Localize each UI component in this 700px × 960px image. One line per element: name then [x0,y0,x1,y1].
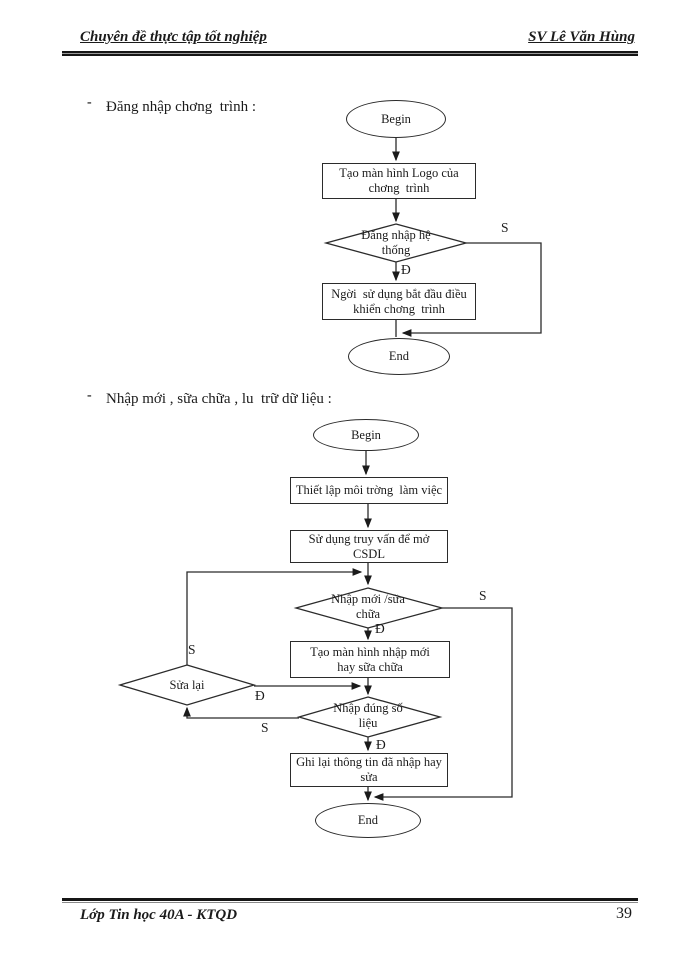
f2-mode-decision-label: Nhập mới /sữa chữa [331,592,405,621]
f2-screen-step: Tạo màn hình nhập mới hay sữa chữa [290,641,450,678]
f1-end-terminator: End [348,338,450,375]
f2-valid-no-label: S [261,720,269,735]
f1-login-decision-label: Đăng nhập hệ thống [361,228,431,257]
f2-mode-no-label: S [479,588,487,603]
footer-rule [62,898,638,903]
f2-save-step: Ghi lại thông tin đã nhập hay sửa [290,753,448,787]
f1-logo-step: Tạo màn hình Logo của chơng trình [322,163,476,199]
bullet-marker: - [87,388,92,403]
f1-login-no-loop [401,242,542,337]
f2-redo-decision-label: Sửa lại [169,678,205,692]
f2-redo-decision-shape [117,664,257,706]
f2-valid-yes-label: Đ [376,737,386,752]
f2-valid-decision-label: Nhập đúng số liệu [333,701,403,730]
decision-shape-group [117,223,469,738]
section-label-edit: Nhập mới , sữa chữa , lu trữ dữ liệu : [106,391,332,407]
header-author: SV Lê Văn Hùng [528,29,635,45]
f1-begin-terminator: Begin [346,100,446,138]
header-title: Chuyên đề thực tập tốt nghiệp [80,29,267,45]
f1-branch-yes-label: Đ [401,262,411,277]
f2-redo-no-label: S [188,642,196,657]
section-label-login: Đăng nhập chơng trình : [106,99,256,115]
f1-login-decision-shape [323,223,469,263]
connector-line-group [183,138,542,802]
f2-redo-no-loop [186,568,363,666]
f2-mode-yes-label: Đ [375,621,385,636]
f2-query-step: Sử dụng truy vấn để mở CSDL [290,530,448,563]
f1-control-step: Ngời sử dụng bắt đầu điều khiển chơng tr… [322,283,476,320]
footer-class-label: Lớp Tin học 40A - KTQD [80,907,238,923]
f2-mode-no-loop [373,607,513,801]
bullet-marker: - [87,95,92,110]
f2-env-step: Thiết lập môi trờng làm việc [290,477,448,504]
page-number: 39 [616,905,632,922]
f2-mode-decision-shape [293,587,445,629]
f1-branch-no-label: S [501,220,509,235]
f2-end-terminator: End [315,803,421,838]
f2-valid-no-loop [183,706,299,719]
header-rule [62,51,638,56]
f2-redo-yes-label: Đ [255,688,265,703]
f2-valid-decision-shape [296,696,443,738]
f2-begin-terminator: Begin [313,419,419,451]
